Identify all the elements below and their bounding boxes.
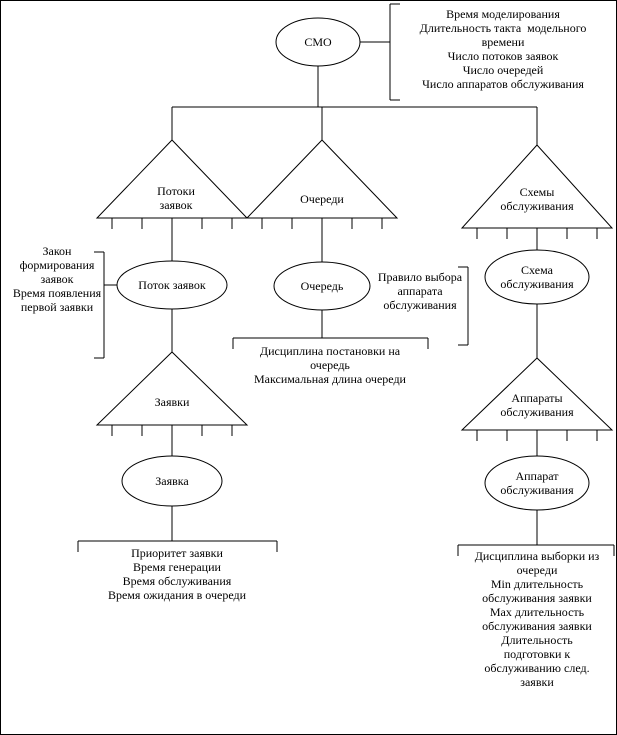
- request-params-text: Приоритет заявки Время генерации Время о…: [107, 546, 247, 602]
- schemes-triangle-ticks: [476, 228, 598, 239]
- queue-ellipse: [273, 261, 371, 311]
- queue-params-text: Дисциплина постановки на очередь Максима…: [254, 344, 406, 386]
- schemes-label: Схемы обслуживания: [500, 185, 574, 213]
- request-ellipse: [121, 455, 223, 507]
- bracket-queue-params: [232, 337, 429, 349]
- requests-triangle-ticks: [111, 425, 233, 436]
- scheme-rule-text: Правило выбора аппарата обслуживания: [377, 270, 463, 312]
- scheme-ellipse: [484, 249, 590, 305]
- bracket-smo-params: [360, 3, 400, 101]
- bracket-device-params: [457, 544, 615, 556]
- queue-label: Очередь: [300, 279, 344, 293]
- bracket-request-params: [77, 540, 278, 552]
- flows-triangle-ticks: [111, 218, 233, 229]
- smo-params-text: Время моделирования Длительность такта м…: [419, 7, 587, 91]
- devices-label: Аппараты обслуживания: [500, 391, 574, 419]
- bracket-flow-params: [94, 251, 117, 359]
- queues-label: Очереди: [300, 192, 344, 206]
- device-ellipse: [484, 455, 590, 511]
- devices-triangle-ticks: [476, 430, 598, 441]
- requests-label: Заявки: [154, 395, 190, 409]
- queues-triangle: [245, 139, 399, 219]
- request-label: Заявка: [155, 474, 189, 488]
- flow-params-text: Закон формирования заявок Время появлени…: [12, 244, 102, 314]
- flow-ellipse: [116, 260, 228, 310]
- bracket-scheme-rule: [458, 266, 469, 346]
- queues-triangle-ticks: [261, 218, 383, 229]
- smo-ellipse: [275, 17, 361, 67]
- device-params-text: Дисциплина выборки из очереди Min длител…: [474, 549, 600, 689]
- flows-label: Потоки заявок: [157, 184, 195, 212]
- scheme-label: Схема обслуживания: [500, 263, 574, 291]
- requests-triangle: [95, 351, 249, 426]
- device-label: Аппарат обслуживания: [500, 469, 574, 497]
- smo-label: СМО: [304, 35, 332, 49]
- flow-label: Поток заявок: [138, 278, 206, 292]
- connector-lines: [171, 66, 538, 545]
